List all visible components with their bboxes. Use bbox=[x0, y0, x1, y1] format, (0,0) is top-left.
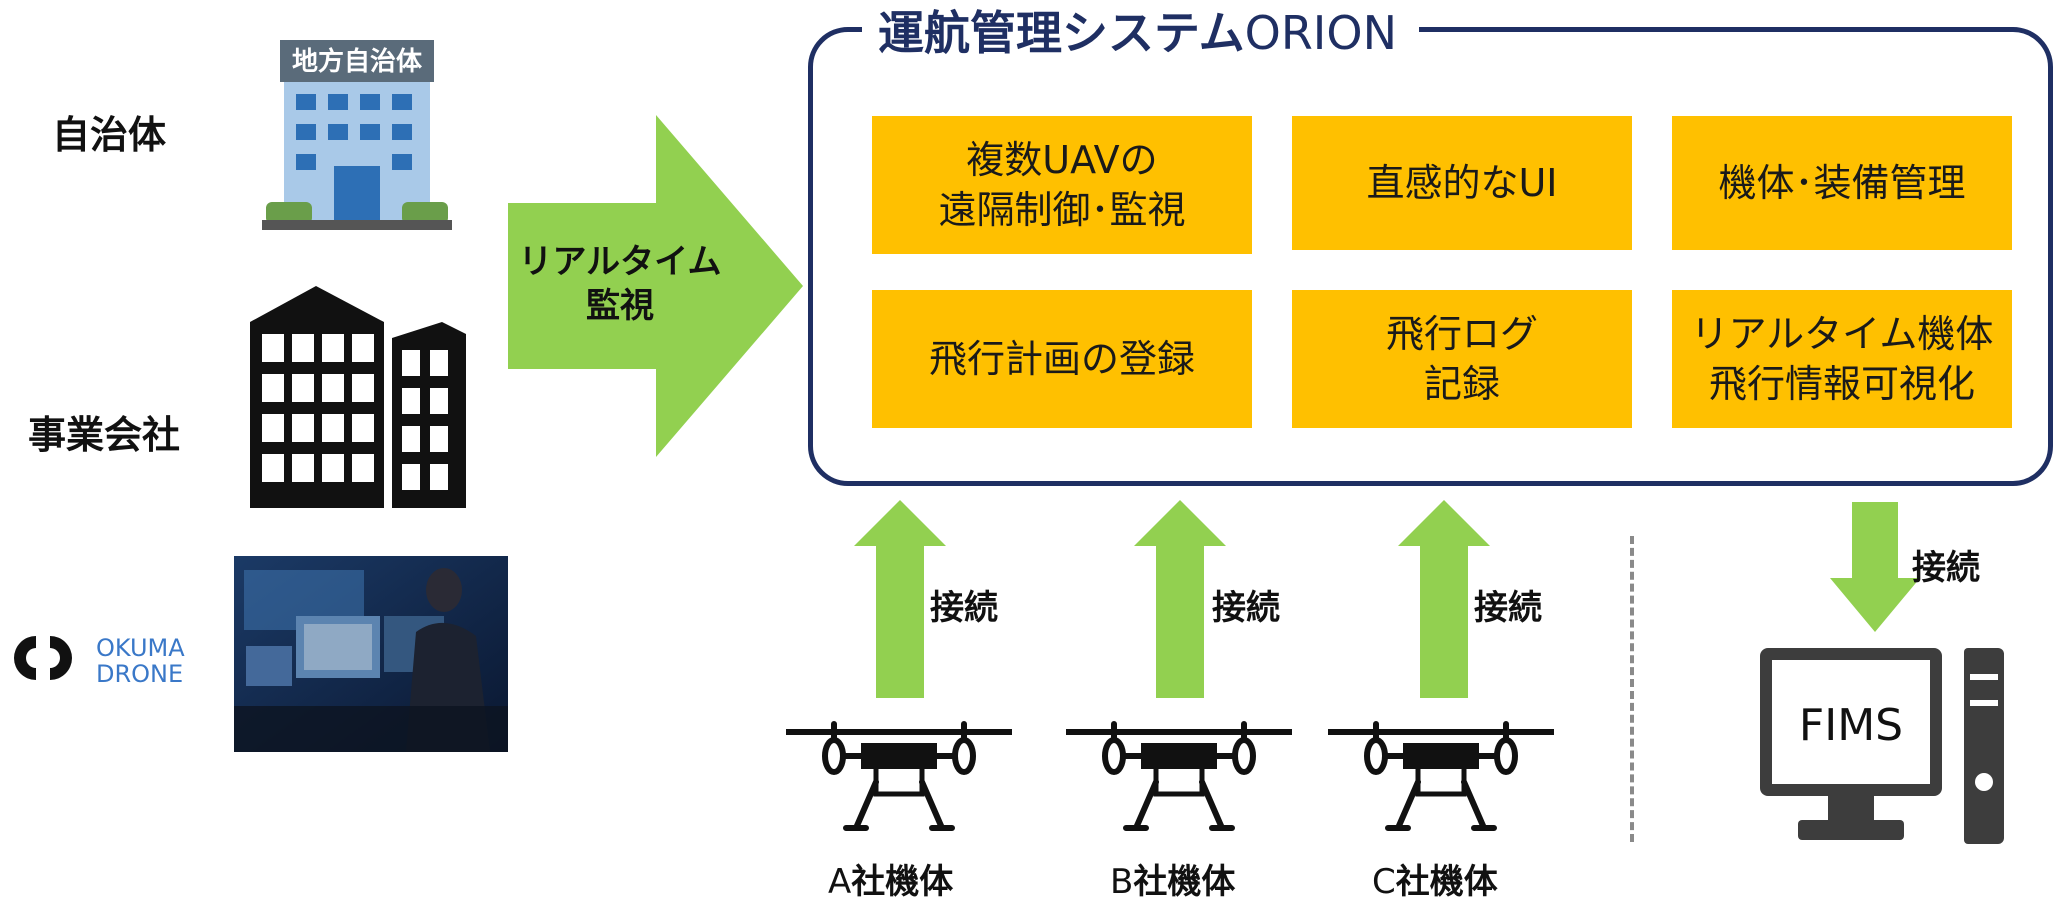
connect-label-c: 接続 bbox=[1474, 588, 1542, 628]
connect-arrow-b bbox=[1134, 500, 1226, 698]
okuma-drone-logo: OKUMA DRONE bbox=[10, 630, 220, 688]
feature-equipment-management: 機体･装備管理 bbox=[1672, 116, 2012, 250]
realtime-label-line1: リアルタイム bbox=[518, 242, 722, 282]
drone-b-suffix: 社機体 bbox=[1133, 862, 1236, 902]
drone-a-icon bbox=[783, 720, 1015, 836]
connect-arrow-fims bbox=[1830, 502, 1920, 632]
feature-realtime-flight-visualization: リアルタイム機体 飛行情報可視化 bbox=[1672, 290, 2012, 428]
feature-flight-log-record: 飛行ログ 記録 bbox=[1292, 290, 1632, 428]
municipal-sign-text: 地方自治体 bbox=[292, 46, 423, 77]
drone-c-icon bbox=[1325, 720, 1557, 836]
dashed-separator bbox=[1630, 536, 1634, 842]
feature-multi-uav-control: 複数UAVの 遠隔制御･監視 bbox=[872, 116, 1252, 254]
connect-label-fims: 接続 bbox=[1912, 548, 1980, 588]
realtime-label-line2: 監視 bbox=[586, 286, 654, 326]
orion-system-title: 運航管理システムORION bbox=[862, 2, 1419, 64]
municipality-label: 自治体 bbox=[52, 113, 167, 157]
drone-b-label: B社機体 bbox=[1110, 854, 1235, 903]
municipal-building-icon: 地方自治体 bbox=[262, 30, 452, 230]
drone-c-label: C社機体 bbox=[1372, 854, 1498, 903]
okuma-logo-line1: OKUMA bbox=[96, 634, 185, 662]
drone-b-prefix: B bbox=[1110, 862, 1134, 902]
office-building-icon bbox=[246, 282, 470, 512]
drone-a-label: A社機体 bbox=[828, 854, 953, 903]
connect-label-b: 接続 bbox=[1212, 588, 1280, 628]
control-room-photo bbox=[234, 556, 508, 752]
connect-arrow-a bbox=[854, 500, 946, 698]
orion-system-box bbox=[808, 27, 2053, 486]
drone-a-prefix: A bbox=[828, 862, 852, 902]
fims-label: FIMS bbox=[1798, 700, 1904, 751]
drone-b-icon bbox=[1063, 720, 1295, 836]
connect-arrow-c bbox=[1398, 500, 1490, 698]
okuma-logo-line2: DRONE bbox=[96, 660, 183, 686]
business-label: 事業会社 bbox=[28, 413, 181, 457]
realtime-monitor-label: リアルタイム 監視 bbox=[512, 240, 728, 328]
drone-c-prefix: C bbox=[1372, 862, 1396, 902]
drone-a-suffix: 社機体 bbox=[851, 862, 954, 902]
drone-c-suffix: 社機体 bbox=[1395, 862, 1498, 902]
system-title-rest: ORION bbox=[1244, 6, 1397, 60]
fims-tower-details bbox=[1964, 648, 2004, 844]
feature-intuitive-ui: 直感的なUI bbox=[1292, 116, 1632, 250]
system-title-bold: 運航管理システム bbox=[878, 6, 1245, 60]
feature-flight-plan-registration: 飛行計画の登録 bbox=[872, 290, 1252, 428]
connect-label-a: 接続 bbox=[930, 588, 998, 628]
realtime-monitor-arrow bbox=[508, 115, 803, 457]
